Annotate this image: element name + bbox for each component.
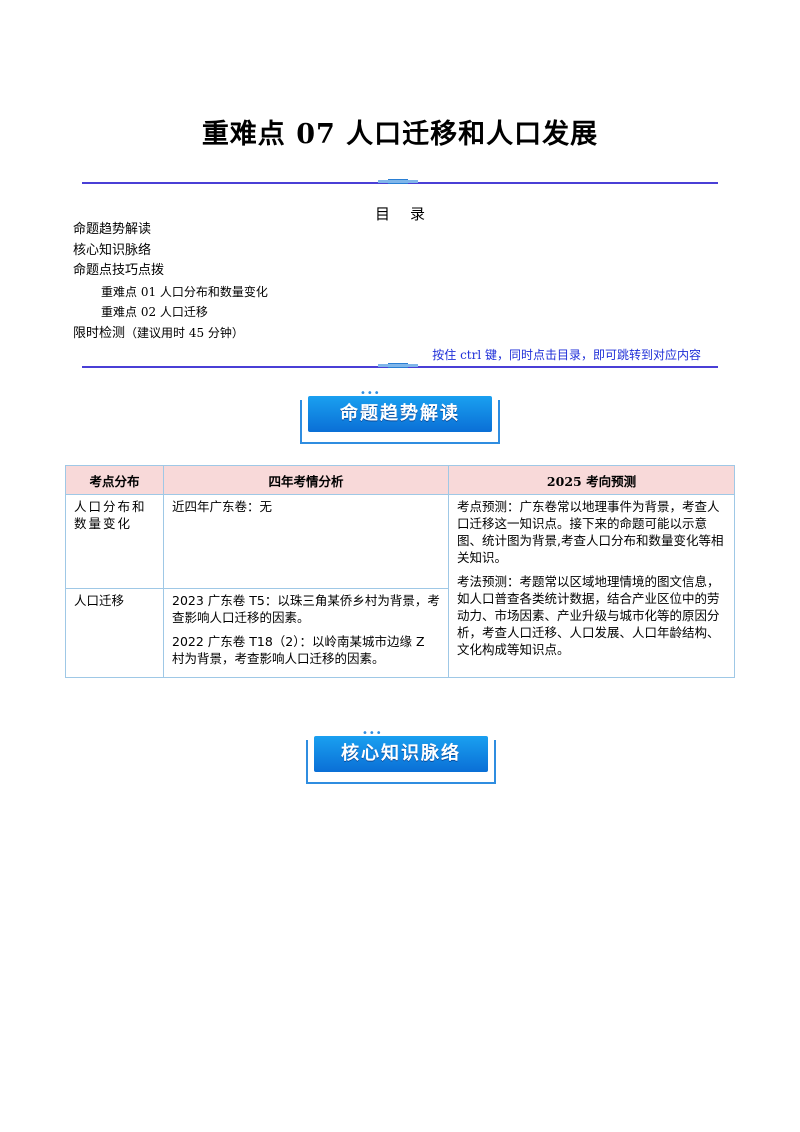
- header-topic: 考点分布: [65, 465, 164, 495]
- badge-frame: [300, 400, 500, 444]
- table-of-contents: 命题趋势解读 核心知识脉络 命题点技巧点拨 重难点 01 人口分布和数量变化 重…: [73, 220, 268, 344]
- toc-item-timed-test-hint: （建议用时 45 分钟）: [125, 325, 244, 340]
- header-analysis: 四年考情分析: [163, 465, 449, 495]
- topic-cell: 人口迁移: [65, 588, 164, 678]
- badge-frame: [306, 740, 496, 784]
- toc-item-knowledge[interactable]: 核心知识脉络: [73, 242, 152, 258]
- section-label-knowledge: 核心知识脉络: [314, 736, 488, 772]
- ctrl-click-tip: 按住 ctrl 键，同时点击目录，即可跳转到对应内容: [432, 348, 701, 362]
- page-title: 重难点 07 人口迁移和人口发展: [201, 119, 599, 150]
- section-badge-knowledge: ••• 核心知识脉络: [306, 728, 496, 786]
- table-row: 人口迁移 2023 广东卷 T5：以珠三角某侨乡村为背景，考查影响人口迁移的因素…: [65, 588, 735, 678]
- toc-item-focus-01[interactable]: 重难点 01 人口分布和数量变化: [101, 284, 268, 299]
- forecast-point: 考点预测：广东卷常以地理事件为背景，考查人口迁移这一知识点。接下来的命题可能以示…: [457, 499, 724, 565]
- topic-cell: 人口分布和数量变化: [65, 494, 164, 589]
- divider-ornament: [378, 179, 418, 184]
- badge-dots-icon: •••: [360, 388, 381, 399]
- toc-item-timed-test[interactable]: 限时检测（建议用时 45 分钟）: [73, 323, 268, 345]
- analysis-text: 近四年广东卷：无: [172, 499, 273, 514]
- analysis-cell: 近四年广东卷：无: [163, 494, 449, 589]
- badge-dots-icon: •••: [362, 728, 383, 739]
- divider-ornament-2: [378, 363, 418, 368]
- toc-item-skills[interactable]: 命题点技巧点拨: [73, 263, 165, 278]
- section-label-trend: 命题趋势解读: [308, 396, 492, 432]
- toc-item-timed-test-label: 限时检测: [73, 325, 126, 341]
- toc-heading: 目录: [374, 205, 445, 223]
- forecast-cell: 考点预测：广东卷常以地理事件为背景，考查人口迁移这一知识点。接下来的命题可能以示…: [448, 494, 735, 678]
- trend-table: 考点分布 四年考情分析 2025 考向预测 人口分布和数量变化 近四年广东卷：无…: [65, 465, 735, 678]
- forecast-method: 考法预测：考题常以区域地理情境的图文信息，如人口普查各类统计数据，结合产业区位中…: [457, 574, 720, 657]
- toc-item-trend[interactable]: 命题趋势解读: [73, 222, 152, 237]
- analysis-cell: 2023 广东卷 T5：以珠三角某侨乡村为背景，考查影响人口迁移的因素。 202…: [163, 588, 449, 678]
- toc-item-focus-02[interactable]: 重难点 02 人口迁移: [101, 305, 208, 319]
- header-forecast: 2025 考向预测: [448, 465, 735, 495]
- analysis-text: 2022 广东卷 T18（2）：以岭南某城市边缘 Z 村为背景，考查影响人口迁移…: [172, 634, 425, 666]
- section-badge-trend: ••• 命题趋势解读: [300, 388, 500, 446]
- table-row: 人口分布和数量变化 近四年广东卷：无 考点预测：广东卷常以地理事件为背景，考查人…: [65, 494, 735, 678]
- analysis-text: 2023 广东卷 T5：以珠三角某侨乡村为背景，考查影响人口迁移的因素。: [172, 593, 440, 625]
